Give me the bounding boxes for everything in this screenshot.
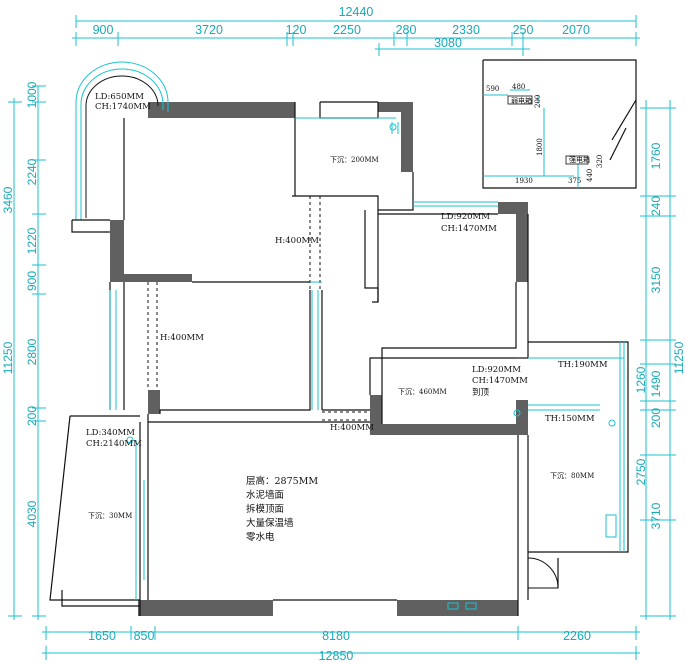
bath-sink-label: 下沉：200MM xyxy=(330,156,379,164)
dim-top-segments: 900 3720 120 2250 280 2330 250 2070 xyxy=(93,23,590,37)
height-label: H:400MM xyxy=(275,236,319,246)
dim-left-seg: 3460 xyxy=(1,186,15,213)
note-line: 水泥墙面 xyxy=(246,489,284,501)
note-line: 大量保温墙 xyxy=(246,517,294,529)
window-ch-label: CH:1470MM xyxy=(441,224,497,234)
dim-top-seg: 2330 xyxy=(452,23,480,37)
dim-right-seg: 240 xyxy=(649,196,663,216)
inset-box-label: 强电箱 xyxy=(569,155,590,164)
sink-label: 下沉：30MM xyxy=(88,512,132,520)
dim-left-seg: 200 xyxy=(25,406,39,426)
inset-dim: 1930 xyxy=(515,177,533,185)
dim-top-seg: 2250 xyxy=(333,23,361,37)
dim-left-segments: 1000 2240 3460 1220 900 2800 200 4030 xyxy=(1,81,39,527)
notes-block: 层高：2875MM 水泥墙面 拆模顶面 大量保温墙 零水电 xyxy=(246,475,318,543)
window-ld-label: LD:920MM xyxy=(472,365,521,375)
dim-right-seg: 3710 xyxy=(649,502,663,529)
inset-dim: 375 xyxy=(568,177,581,185)
window-ch-label: CH:2140MM xyxy=(86,439,142,449)
sink-label: 下沉：80MM xyxy=(550,472,594,480)
dim-bottom-seg: 1650 xyxy=(88,629,116,643)
dim-left-seg: 1000 xyxy=(25,81,39,108)
dim-top-seg: 3720 xyxy=(195,23,223,37)
th-label: TH:190MM xyxy=(558,360,608,370)
dim-bottom-seg: 8180 xyxy=(322,629,350,643)
window-ch-label: CH:1470MM xyxy=(472,376,528,386)
th-label: TH:150MM xyxy=(545,414,595,424)
dim-bottom-total: 12850 xyxy=(319,649,354,663)
dim-top-seg: 120 xyxy=(286,23,307,37)
inset-box-label: 弱电箱 xyxy=(511,96,532,105)
sink-label: 下沉：460MM xyxy=(398,388,447,396)
note-line: 拆模顶面 xyxy=(246,503,284,515)
inset-panel: 590 480 200 1800 1930 375 440 320 弱电箱 强电… xyxy=(482,59,637,189)
dim-top-seg: 2070 xyxy=(562,23,590,37)
dim-right-seg: 2750 xyxy=(634,458,648,485)
inset-dim: 480 xyxy=(512,83,525,91)
dim-top-seg: 900 xyxy=(93,23,114,37)
dim-right-seg: 1760 xyxy=(649,142,663,169)
dim-bottom-seg: 850 xyxy=(134,629,155,643)
dim-right-seg: 3150 xyxy=(649,266,663,293)
dim-top-seg: 280 xyxy=(396,23,417,37)
window-top-label: 到顶 xyxy=(472,388,490,398)
dim-bottom-segments: 1650 850 8180 2260 xyxy=(88,629,591,643)
room-labels: LD:650MM CH:1740MM 下沉：200MM H:400MM H:40… xyxy=(86,92,608,520)
dim-right-seg: 1490 xyxy=(649,370,663,397)
windows xyxy=(109,117,625,610)
height-label: H:400MM xyxy=(160,333,204,343)
inset-dim: 1800 xyxy=(536,138,544,156)
inset-dim: 320 xyxy=(596,155,604,168)
inset-dim: 440 xyxy=(586,169,594,182)
dim-left-total: 11250 xyxy=(1,341,15,374)
window-ld-label: LD:920MM xyxy=(441,212,490,222)
dimension-lines xyxy=(8,15,676,660)
dim-left-seg: 1220 xyxy=(25,227,39,254)
note-line: 层高：2875MM xyxy=(246,475,318,487)
dim-right-seg: 200 xyxy=(649,408,663,428)
dim-top-total: 12440 xyxy=(339,5,374,19)
window-ld-label: LD:340MM xyxy=(86,428,135,438)
balcony-ld-label: LD:650MM xyxy=(95,92,144,102)
note-line: 零水电 xyxy=(246,531,275,543)
dim-top-seg: 250 xyxy=(513,23,534,37)
walls xyxy=(110,102,528,616)
dim-left-seg: 4030 xyxy=(25,500,39,527)
dim-left-seg: 900 xyxy=(25,271,39,291)
dashed-lines xyxy=(147,196,370,421)
inset-dim: 590 xyxy=(486,85,499,93)
dim-right-total: 11250 xyxy=(672,341,686,374)
dim-left-seg: 2800 xyxy=(25,338,39,365)
wall-outlines xyxy=(49,61,629,616)
height-label: H:400MM xyxy=(330,423,374,433)
dim-top-sub: 3080 xyxy=(434,36,462,50)
dim-bottom-seg: 2260 xyxy=(563,629,591,643)
dim-left-seg: 2240 xyxy=(25,158,39,185)
dim-right-segments: 1760 240 3150 1260 1490 200 2750 3710 xyxy=(634,142,663,529)
dim-right-seg: 1260 xyxy=(634,366,648,393)
inset-dim: 200 xyxy=(534,95,542,108)
balcony-ch-label: CH:1740MM xyxy=(95,102,151,112)
